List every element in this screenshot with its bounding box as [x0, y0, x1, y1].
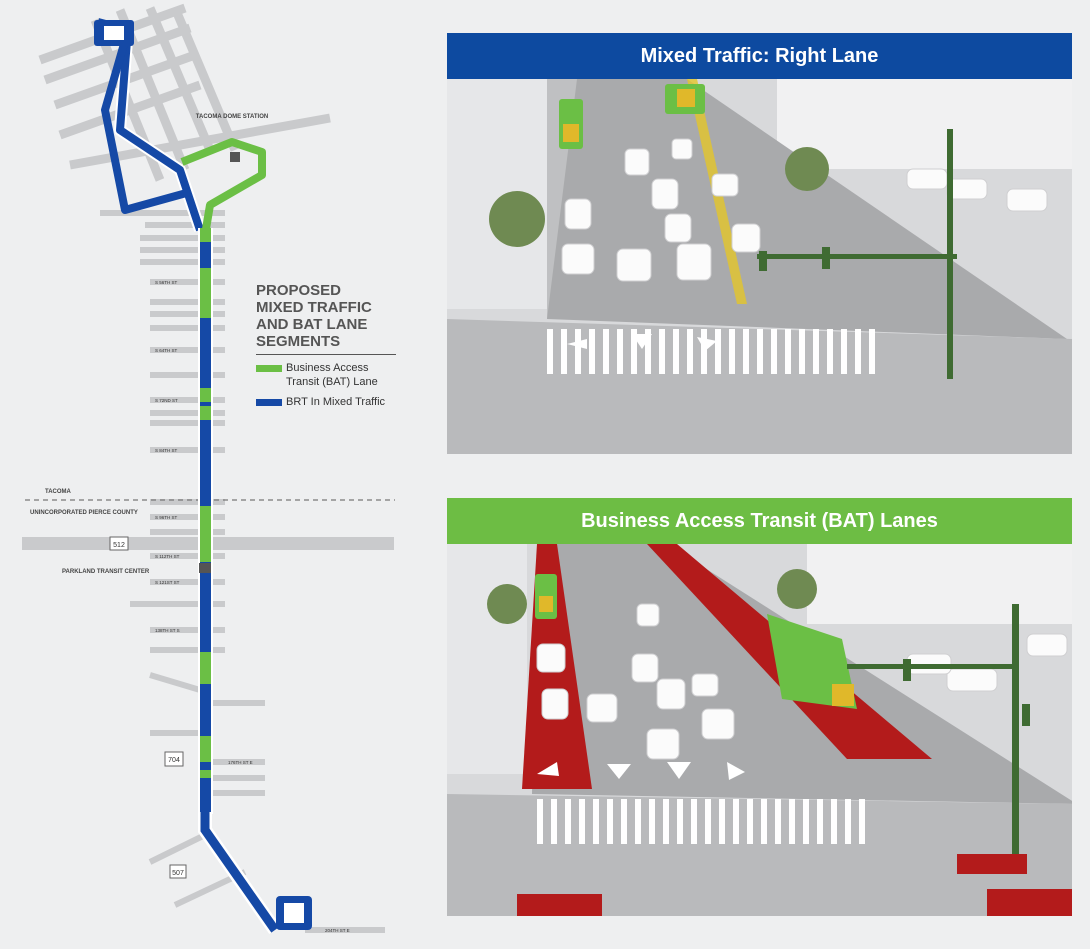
route-512-label: 512 [113, 542, 125, 549]
route-segment-mixed [200, 812, 279, 933]
crosswalk [537, 799, 865, 844]
bat-lanes-panel: Business Access Transit (BAT) Lanes [447, 498, 1072, 916]
route-segment-bat [200, 506, 211, 562]
legend-swatch-bat [256, 365, 282, 372]
cars [536, 603, 1068, 760]
route-segment-bat [200, 228, 211, 242]
legend-title-line: PROPOSED [256, 282, 342, 299]
route-segment-mixed [200, 690, 211, 736]
tacoma-dome-station-marker [230, 152, 240, 162]
tacoma-dome-station-label: TACOMA DOME STATION [196, 114, 268, 120]
street-label: S 84TH ST [155, 448, 178, 453]
red-crosswalk-pads [517, 854, 1072, 916]
parkland-transit-center-marker [199, 563, 211, 573]
bat-lanes-panel-title: Business Access Transit (BAT) Lanes [447, 498, 1072, 544]
street-grid [38, 3, 331, 265]
route-trunk [198, 228, 213, 814]
route-segment-mixed [200, 762, 211, 770]
street-label: S 121ST ST [155, 580, 180, 585]
street-label: S 64TH ST [155, 348, 178, 353]
legend-title: PROPOSED MIXED TRAFFIC AND BAT LANE SEGM… [256, 282, 396, 355]
legend-title-line: MIXED TRAFFIC [256, 299, 372, 316]
mixed-traffic-panel-title: Mixed Traffic: Right Lane [447, 33, 1072, 79]
legend-label-bat: Business Access Transit (BAT) Lane [286, 362, 378, 388]
route-segment-bat [200, 388, 211, 402]
route-704-label: 704 [168, 757, 180, 764]
parkland-transit-center-label: PARKLAND TRANSIT CENTER [62, 569, 150, 575]
route-segment-mixed [200, 420, 211, 506]
street-label: 138TH ST S [155, 628, 180, 633]
mixed-traffic-illustration [447, 79, 1072, 454]
legend-item-mixed: BRT In Mixed Traffic [256, 395, 396, 409]
route-segment-bat [200, 770, 211, 778]
legend-swatch-mixed [256, 399, 282, 406]
route-segment-mixed [200, 318, 211, 388]
route-segment-bat [180, 138, 266, 236]
route-segment-bat [200, 406, 211, 420]
route-segment-mixed [200, 684, 211, 690]
brt-route [94, 18, 266, 236]
buses [535, 574, 857, 709]
street-label: S 56TH ST [155, 280, 178, 285]
crosswalk [547, 329, 875, 374]
route-segment-bat [200, 268, 211, 318]
street-labels: S 56TH ST S 64TH ST S 72ND ST S 84TH ST … [155, 280, 350, 933]
legend-label-mixed: BRT In Mixed Traffic [286, 396, 386, 408]
street-label: 204TH ST E [325, 928, 350, 933]
pavement-arrows [537, 762, 745, 780]
route-segment-bat [200, 736, 211, 762]
route-segment-mixed [200, 778, 211, 812]
tacoma-label: TACOMA [45, 489, 72, 495]
legend-title-line: SEGMENTS [256, 333, 341, 350]
route-segment-mixed [200, 562, 211, 652]
traffic-signal [757, 129, 957, 379]
route-shield-507: 507 [169, 864, 187, 879]
route-shield-512: 512 [109, 536, 129, 551]
bat-lanes-illustration [447, 544, 1072, 916]
legend-title-line: AND BAT LANE [256, 316, 368, 333]
route-segment-mixed [200, 242, 211, 268]
mixed-traffic-panel: Mixed Traffic: Right Lane [447, 33, 1072, 454]
traffic-signal [847, 604, 1030, 854]
street-label: S 96TH ST [155, 515, 178, 520]
street-label: S 72ND ST [155, 398, 178, 403]
route-507-label: 507 [172, 870, 184, 877]
map-legend: PROPOSED MIXED TRAFFIC AND BAT LANE SEGM… [256, 282, 396, 409]
route-map: 512 704 507 TACOMA DOME STATION TACOMA U… [22, 3, 395, 935]
cars [561, 138, 1048, 282]
legend-item-bat: Business Access Transit (BAT) Lane [256, 361, 396, 389]
trees [489, 147, 829, 247]
route-shield-704: 704 [164, 751, 184, 767]
route-segment-mixed [200, 402, 211, 406]
buses [559, 84, 705, 149]
trees [487, 569, 817, 624]
pavement-arrows [567, 334, 717, 351]
street-label: S 112TH ST [155, 554, 180, 559]
route-segment-bat [200, 652, 211, 684]
street-label: 176TH ST E [228, 760, 253, 765]
unincorporated-pierce-county-label: UNINCORPORATED PIERCE COUNTY [30, 510, 138, 516]
